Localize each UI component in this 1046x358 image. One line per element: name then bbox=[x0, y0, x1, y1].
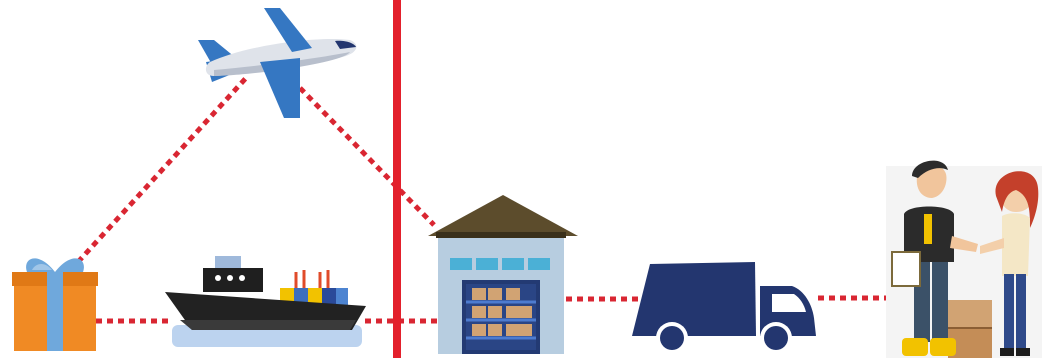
delivery-handshake-icon bbox=[886, 161, 1042, 358]
warehouse-icon bbox=[428, 195, 578, 354]
connector-gift-to-airplane bbox=[78, 78, 246, 262]
airplane-icon bbox=[198, 8, 356, 118]
delivery-truck-icon bbox=[632, 262, 816, 354]
cargo-ship-icon bbox=[165, 256, 366, 347]
gift-box-icon bbox=[12, 258, 98, 351]
vertical-divider bbox=[393, 0, 401, 358]
connector-airplane-to-warehouse bbox=[300, 88, 434, 225]
